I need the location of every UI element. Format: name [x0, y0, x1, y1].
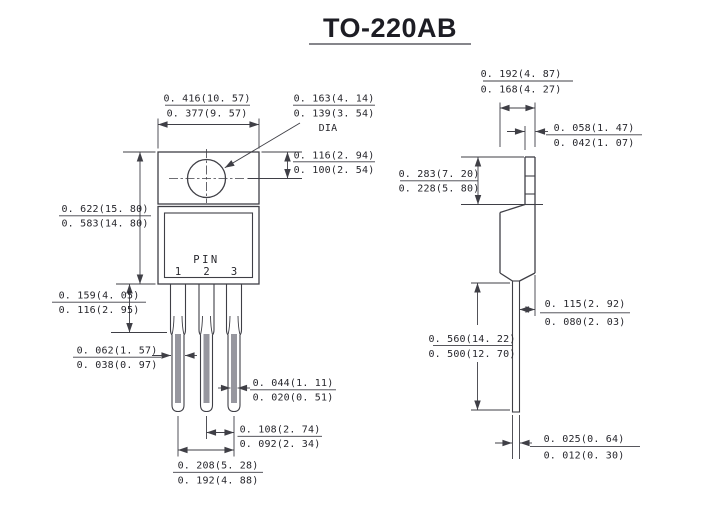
- front-body-inner-outline: [163, 212, 254, 279]
- dim-tab-thickness: 0. 058(1. 47) 0. 042(1. 07): [507, 123, 642, 150]
- pin-1-taper-right: [181, 315, 185, 335]
- pin-1-lead-core: [175, 334, 181, 403]
- dim-lead-span: 0. 208(5. 28) 0. 192(4. 88): [173, 446, 263, 487]
- dim-min: 0. 038(0. 97): [77, 360, 158, 371]
- dim-lead-offset: 0. 115(2. 92) 0. 080(2. 03): [519, 275, 630, 328]
- dim-body-height: 0. 622(15. 80) 0. 583(14. 80): [59, 151, 156, 285]
- pin-2-taper-right: [210, 315, 213, 335]
- dim-shoulder-length: 0. 159(4. 05) 0. 116(2. 95): [52, 284, 167, 333]
- pin-2-taper-left: [200, 315, 203, 335]
- pin-number-3: 3: [231, 266, 237, 278]
- dim-min: 0. 583(14. 80): [61, 219, 148, 230]
- front-view: PIN 1 2 3 0. 416(10. 57): [52, 94, 375, 487]
- front-tab-outline: [157, 151, 260, 205]
- dim-max: 0. 108(2. 74): [240, 424, 321, 435]
- dim-min: 0. 080(2. 03): [545, 317, 626, 328]
- dim-max: 0. 058(1. 47): [554, 123, 635, 134]
- pin-2-lead-core: [203, 334, 210, 403]
- pin-3-outline: [225, 284, 243, 413]
- pin-label: PIN: [193, 254, 219, 266]
- side-lead: [511, 280, 521, 413]
- pin-1-taper-left: [171, 315, 175, 335]
- side-view: 0. 192(4. 87) 0. 168(4. 27) 0. 058(1. 47…: [399, 69, 642, 462]
- dim-min: 0. 042(1. 07): [554, 138, 635, 149]
- dim-max: 0. 115(2. 92): [545, 299, 626, 310]
- page-title: TO-220AB: [323, 13, 457, 43]
- pin-1-outline: [169, 284, 187, 413]
- dim-min: 0. 139(3. 54): [294, 109, 375, 120]
- dim-body-thickness: 0. 192(4. 87) 0. 168(4. 27): [481, 69, 573, 147]
- dim-min: 0. 012(0. 30): [544, 451, 625, 462]
- dim-max: 0. 116(2. 94): [294, 151, 375, 162]
- dim-max: 0. 283(7. 20): [399, 169, 480, 180]
- dim-lead-thickness: 0. 025(0. 64) 0. 012(0. 30): [495, 415, 640, 462]
- dim-min: 0. 020(0. 51): [253, 393, 334, 404]
- dim-hole-center: 0. 116(2. 94) 0. 100(2. 54): [247, 151, 375, 179]
- dim-max: 0. 192(4. 87): [481, 69, 562, 80]
- dim-tab-height: 0. 283(7. 20) 0. 228(5. 80): [399, 156, 543, 205]
- dim-lead-width: 0. 044(1. 11) 0. 020(0. 51): [218, 378, 336, 404]
- dim-max: 0. 622(15. 80): [61, 204, 148, 215]
- dim-min: 0. 377(9. 57): [167, 109, 248, 120]
- dim-lead-length: 0. 560(14. 22) 0. 500(12. 70): [428, 282, 515, 411]
- dim-max: 0. 025(0. 64): [544, 434, 625, 445]
- side-bottom-chamfer-left: [499, 272, 513, 282]
- dim-max: 0. 062(1. 57): [77, 346, 158, 357]
- dim-min: 0. 092(2. 34): [240, 439, 321, 450]
- dim-max: 0. 560(14. 22): [428, 334, 515, 345]
- pin-3: [225, 284, 243, 413]
- dim-max: 0. 416(10. 57): [163, 94, 250, 105]
- dim-min: 0. 100(2. 54): [294, 165, 375, 176]
- dim-min: 0. 228(5. 80): [399, 184, 480, 195]
- dim-min: 0. 192(4. 88): [178, 476, 259, 487]
- pin-3-lead-core: [231, 334, 237, 403]
- pin-number-1: 1: [175, 266, 181, 278]
- pin-number-2: 2: [203, 266, 209, 278]
- leader-arrow: [224, 122, 301, 169]
- dia-label: DIA: [319, 123, 338, 134]
- side-bottom-chamfer-right: [519, 272, 536, 282]
- dim-hole-diameter: 0. 163(4. 14) 0. 139(3. 54) DIA: [224, 94, 375, 169]
- dim-max: 0. 044(1. 11): [253, 378, 334, 389]
- dim-min: 0. 116(2. 95): [59, 305, 140, 316]
- pin-3-taper-right: [237, 315, 241, 335]
- front-body-outline: [157, 205, 260, 285]
- pin-3-taper-left: [227, 315, 231, 335]
- pin-1: [169, 284, 187, 413]
- dim-min: 0. 168(4. 27): [481, 85, 562, 96]
- dim-body-width: 0. 416(10. 57) 0. 377(9. 57): [157, 94, 260, 149]
- dim-max: 0. 163(4. 14): [294, 94, 375, 105]
- pin-2-outline: [198, 284, 215, 413]
- dim-max: 0. 208(5. 28): [178, 461, 259, 472]
- side-body-top-chamfer: [499, 203, 526, 214]
- pin-2: [198, 284, 215, 413]
- dim-min: 0. 500(12. 70): [428, 349, 515, 360]
- dim-max: 0. 159(4. 05): [59, 291, 140, 302]
- dim-shoulder-width: 0. 062(1. 57) 0. 038(0. 97): [73, 346, 197, 371]
